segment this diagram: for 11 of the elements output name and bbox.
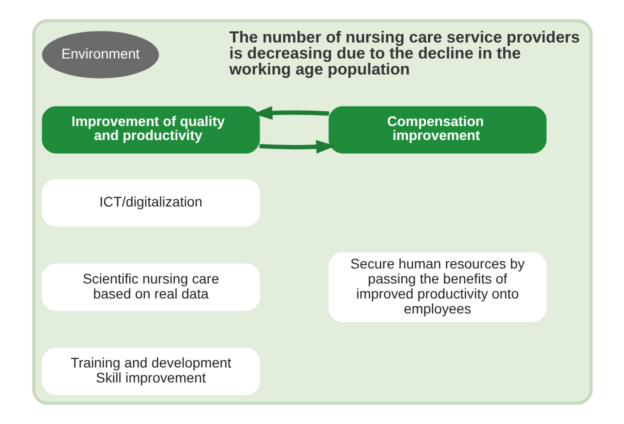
cluster: [32, 19, 592, 405]
arrow: [258, 140, 336, 154]
node-box: Secure human resources by passing the benefits of improved productivity onto employees: [328, 252, 546, 322]
node-box: Training and development Skill improvement: [41, 348, 260, 396]
node-ellipse: Environment: [41, 31, 158, 78]
node-box: Scientific nursing care based on real data: [41, 264, 260, 311]
node-box: Improvement of quality and productivity: [41, 106, 260, 154]
node-box: Compensation improvement: [328, 106, 546, 154]
node-box: ICT/digitalization: [41, 179, 260, 226]
label: The number of nursing care service providers is decreasing due to the decline in the working age population: [228, 28, 580, 79]
arrow: [252, 106, 329, 120]
